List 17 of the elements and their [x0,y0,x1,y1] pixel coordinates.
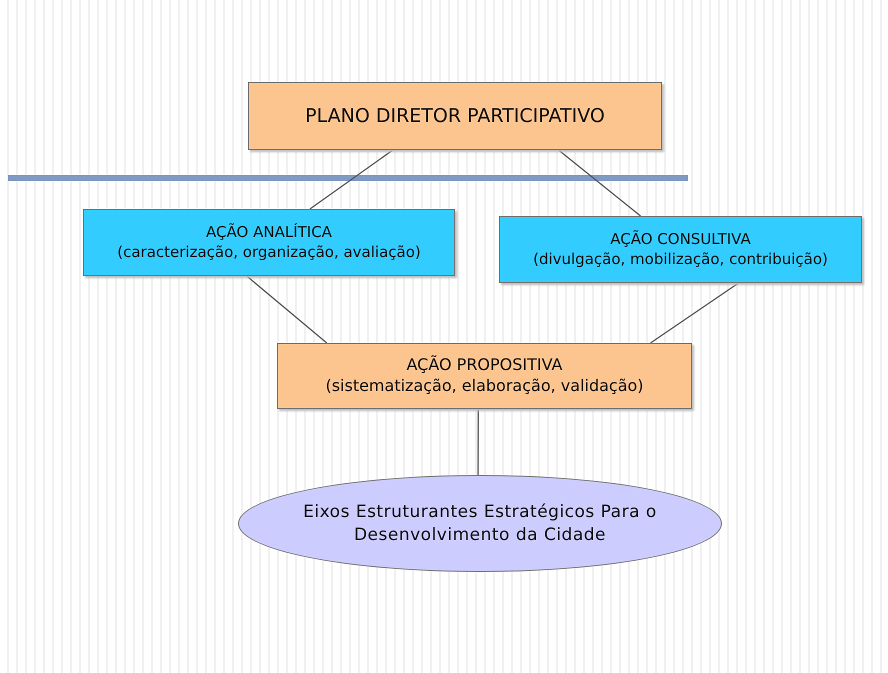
box-subtitle: (sistematização, elaboração, validação) [325,376,644,397]
box-subtitle: (divulgação, mobilização, contribuição) [533,250,828,269]
process-box [83,209,455,276]
box-label: PLANO DIRETOR PARTICIPATIVO [305,104,605,128]
box-subtitle: (caracterização, organização, avaliação) [117,242,421,262]
box-heading: AÇÃO CONSULTIVA [610,230,751,250]
process-box [248,82,662,150]
process-box [499,216,862,283]
box-label: Eixos Estruturantes Estratégicos Para o Desenvolvimento da Cidade [302,501,658,546]
connector-line [650,282,739,344]
connector-line [477,409,479,475]
connector-line [310,149,394,210]
connector-line [246,276,328,344]
box-heading: AÇÃO PROPOSITIVA [406,355,562,376]
box-heading: AÇÃO ANALÍTICA [206,223,332,242]
connector-line [558,150,641,216]
process-box [277,343,692,409]
